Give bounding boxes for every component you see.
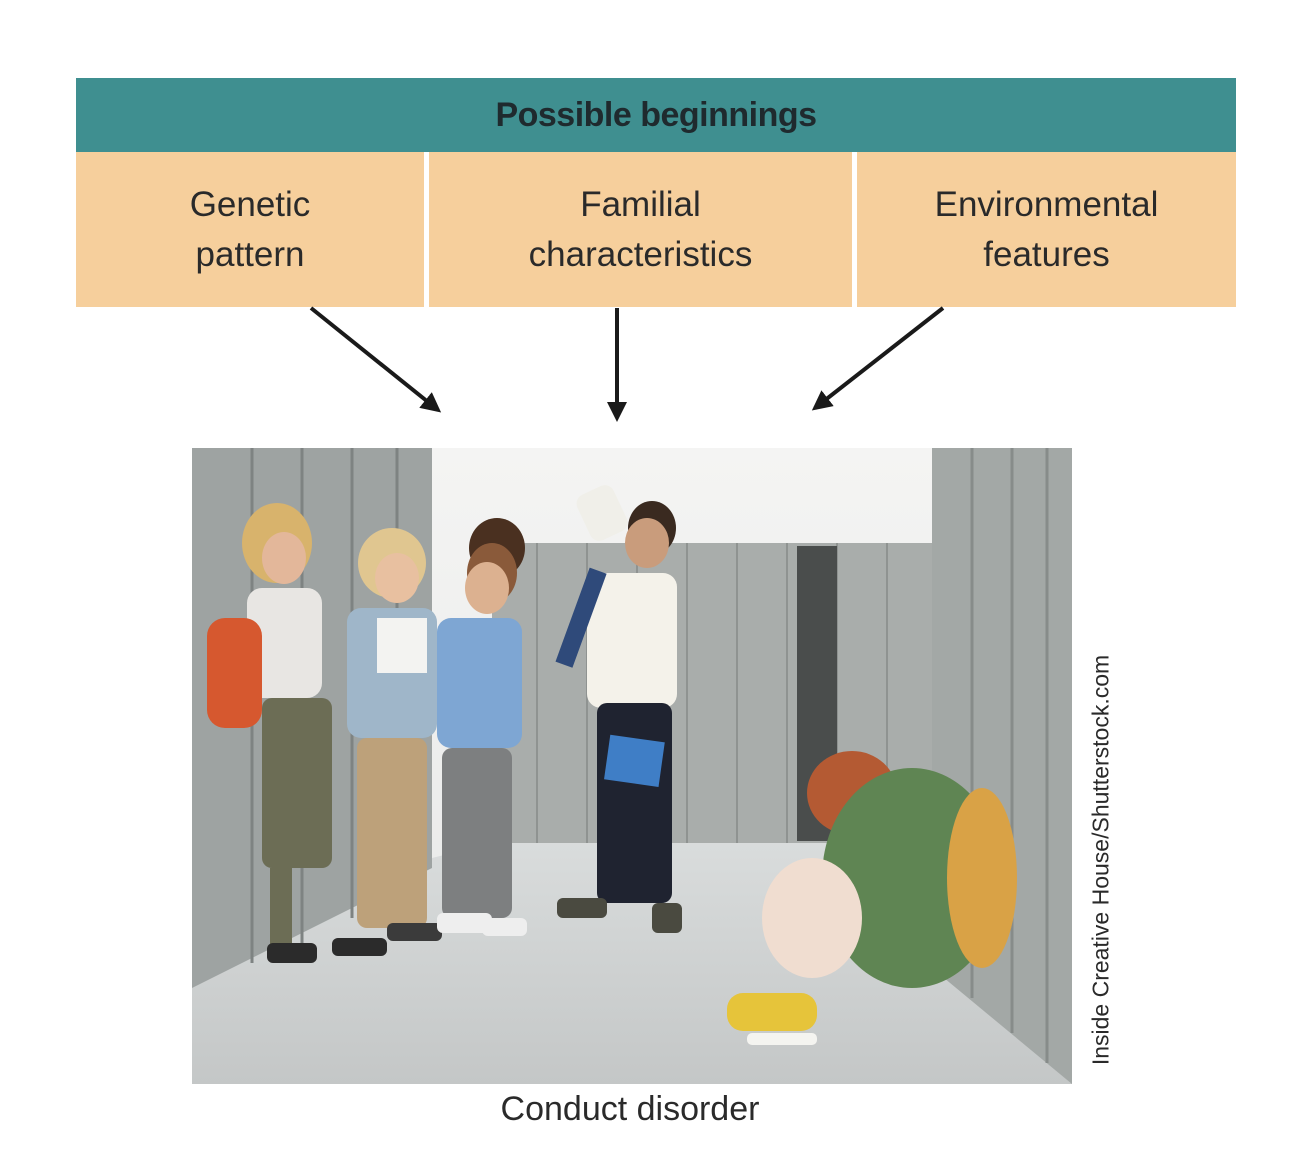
cause-label-genetic: Genetic pattern: [189, 184, 311, 274]
arrows-layer: [309, 306, 945, 422]
cause-label-familial: Familial characteristics: [528, 184, 753, 274]
photo-credit: Inside Creative House/Shutterstock.com: [1087, 654, 1114, 1066]
outcome-caption: Conduct disorder: [500, 1090, 760, 1128]
arrow-genetic: [309, 306, 442, 413]
cause-label-environmental: Environmental features: [934, 184, 1159, 274]
cause-box-environmental: Environmental features: [857, 152, 1236, 307]
cause-box-familial: Familial characteristics: [429, 152, 852, 307]
diagram-header: Possible beginnings: [76, 78, 1236, 152]
arrow-environmental: [811, 306, 945, 411]
bullying-photo: [192, 448, 1072, 1084]
header-title: Possible beginnings: [495, 95, 817, 134]
cause-box-genetic: Genetic pattern: [76, 152, 424, 307]
